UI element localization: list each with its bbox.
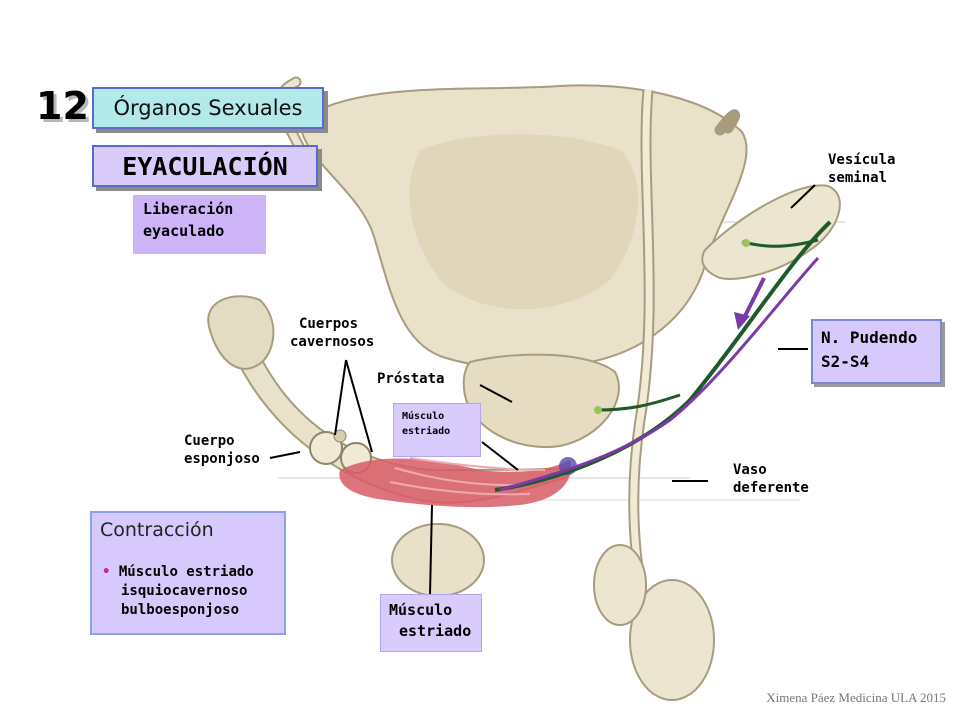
bulb (391, 523, 485, 597)
label-cuerpos-cavernosos: Cuerpos cavernosos (290, 315, 374, 351)
pointer-line (790, 184, 816, 209)
bullet-icon: • (102, 564, 111, 580)
label-vaso-deferente: Vaso deferente (733, 461, 809, 497)
epididymis (593, 544, 647, 626)
prostate-shape (462, 353, 620, 449)
pudendal-nerve (494, 220, 832, 492)
flow-arrow-head (734, 312, 750, 330)
bladder-shade (409, 134, 639, 310)
nerve-branch (597, 393, 681, 412)
right-ureter (714, 109, 741, 136)
phase-line: eyaculado (143, 222, 225, 240)
label-line: Vaso (733, 462, 767, 478)
muscle-fibre (394, 467, 521, 487)
glans (207, 295, 275, 370)
pointer-line (334, 359, 347, 436)
label-line: deferente (733, 480, 809, 496)
label-vesicula-seminal: Vesícula seminal (828, 151, 895, 187)
contraction-item: Músculo estriado (118, 564, 254, 580)
label-line: estriado (402, 426, 451, 437)
label-line: Músculo (389, 601, 453, 619)
credit-text: Ximena Páez Medicina ULA 2015 (766, 690, 946, 705)
label-musculo-estriado-bottom: Músculo estriado (380, 594, 482, 652)
contraction-box: Contracción • Músculo estriado isquiocav… (90, 511, 286, 635)
label-line: Vesícula (828, 152, 896, 168)
phase-line: Liberación (143, 200, 234, 218)
testis (629, 579, 715, 701)
label-cuerpo-esponjoso: Cuerpo esponjoso (184, 432, 260, 468)
topic-title: EYACULACIÓN (92, 145, 318, 187)
nerve-name: N. Pudendo (821, 328, 918, 347)
pudendal-nerve-branch (499, 256, 820, 492)
label-line: estriado (399, 622, 472, 640)
section-title: Órganos Sexuales (92, 87, 324, 129)
label-line: cavernosos (290, 334, 375, 350)
label-prostata: Próstata (377, 371, 445, 387)
seminal-vesicle (701, 184, 841, 280)
pointer-line (429, 504, 433, 596)
nerve-box: N. Pudendo S2-S4 (811, 319, 942, 384)
label-line: Cuerpo (184, 433, 235, 449)
contraction-list: • Músculo estriado isquiocavernoso bulbo… (102, 563, 254, 620)
muscle-fibre (409, 457, 546, 471)
label-musculo-estriado-small: Músculo estriado (393, 403, 481, 457)
pointer-line (269, 451, 301, 459)
nerve-node (594, 406, 602, 414)
label-line: Cuerpos (299, 316, 359, 332)
nerve-segments: S2-S4 (821, 352, 870, 371)
flow-arrow (742, 277, 766, 319)
contraction-title: Contracción (100, 519, 214, 541)
phase-box: Liberación eyaculado (133, 195, 266, 254)
muscle-fibre (389, 481, 531, 496)
cross-section (333, 429, 347, 443)
pointer-line (345, 359, 373, 453)
label-line: esponjoso (184, 451, 260, 467)
label-line: Músculo (402, 411, 445, 422)
pointer-line (481, 441, 519, 471)
label-line: seminal (828, 170, 888, 186)
nerve-node (742, 239, 750, 247)
contraction-item: bulboesponjoso (121, 602, 240, 618)
cross-section (309, 431, 343, 465)
pointer-line (479, 384, 513, 403)
contraction-item: isquiocavernoso (121, 583, 248, 599)
